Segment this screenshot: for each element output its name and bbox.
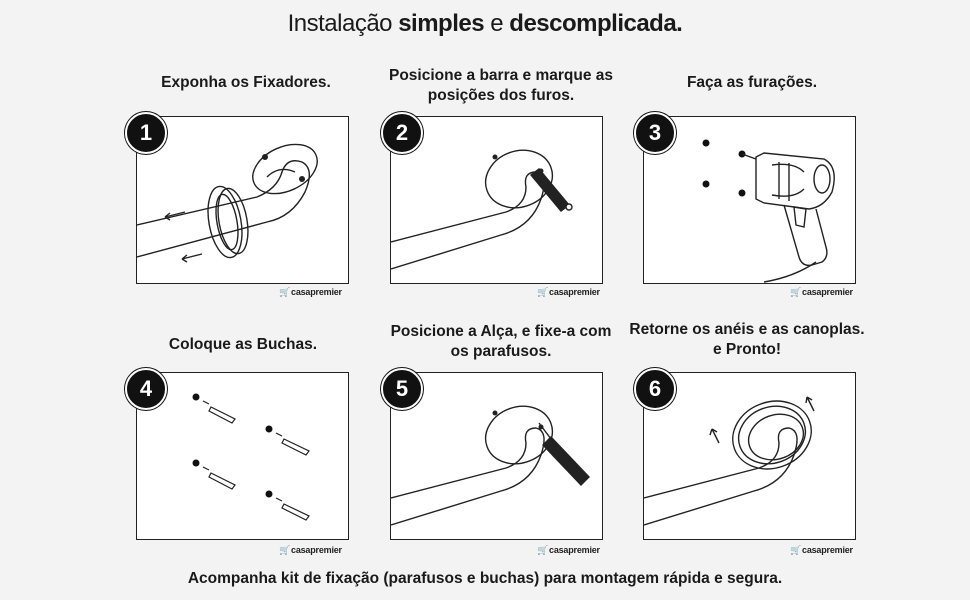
step-1-caption: Exponha os Fixadores. xyxy=(161,74,331,91)
mark-holes-illustration xyxy=(391,149,573,270)
step-6-badge: 6 xyxy=(634,368,676,410)
page-title: Instalação simples e descomplicada. xyxy=(0,10,970,38)
step-2-badge: 2 xyxy=(381,112,423,154)
brand-logo: 🛒casapremier xyxy=(537,545,600,555)
step-5-badge: 5 xyxy=(381,368,423,410)
step-5-panel: 5 🛒casapremier xyxy=(381,368,603,555)
step-1-badge: 1 xyxy=(125,112,167,154)
step-4-panel: 4 🛒casapremier xyxy=(125,368,349,555)
brand-logo: 🛒casapremier xyxy=(790,545,853,555)
footer-note: Acompanha kit de fixação (parafusos e bu… xyxy=(187,570,783,587)
cart-icon: 🛒 xyxy=(279,287,291,297)
step-2-caption: Posicione a barra e marque as posições d… xyxy=(389,67,613,104)
brand-logo: 🛒casapremier xyxy=(790,287,853,297)
drilling-illustration xyxy=(702,139,835,283)
cart-icon: 🛒 xyxy=(790,545,802,555)
fix-handle-illustration xyxy=(391,405,590,526)
cart-icon: 🛒 xyxy=(537,545,549,555)
brand-logo: 🛒casapremier xyxy=(537,287,600,297)
finished-handle-illustration xyxy=(644,396,815,526)
title-part-4: descomplicada. xyxy=(509,10,683,37)
brand-logo: 🛒casapremier xyxy=(279,545,342,555)
step-3-caption: Faça as furações. xyxy=(686,74,818,91)
step-4-caption: Coloque as Buchas. xyxy=(168,336,318,353)
step-6-caption: Retorne os anéis e as canoplas. e Pronto… xyxy=(629,321,865,358)
title-part-2: simples xyxy=(398,10,485,37)
step-5-caption: Posicione a Alça, e fixe-a com os parafu… xyxy=(390,323,612,360)
step-3-badge: 3 xyxy=(634,112,676,154)
step-2-panel: 2 🛒casapremier xyxy=(381,112,603,297)
cart-icon: 🛒 xyxy=(790,287,802,297)
title-part-1: Instalação xyxy=(287,10,399,37)
insert-anchors-illustration xyxy=(192,393,310,521)
cart-icon: 🛒 xyxy=(537,287,549,297)
step-3-panel: 3 🛒casapremier xyxy=(634,112,856,297)
step-4-badge: 4 xyxy=(125,368,167,410)
step-6-panel: 6 🛒casapremier xyxy=(634,368,856,555)
cart-icon: 🛒 xyxy=(279,545,291,555)
brand-logo: 🛒casapremier xyxy=(279,287,342,297)
title-part-3: e xyxy=(484,10,510,37)
expose-fixers-illustration xyxy=(137,143,318,263)
step-1-panel: 1 🛒casapremier xyxy=(125,112,349,297)
